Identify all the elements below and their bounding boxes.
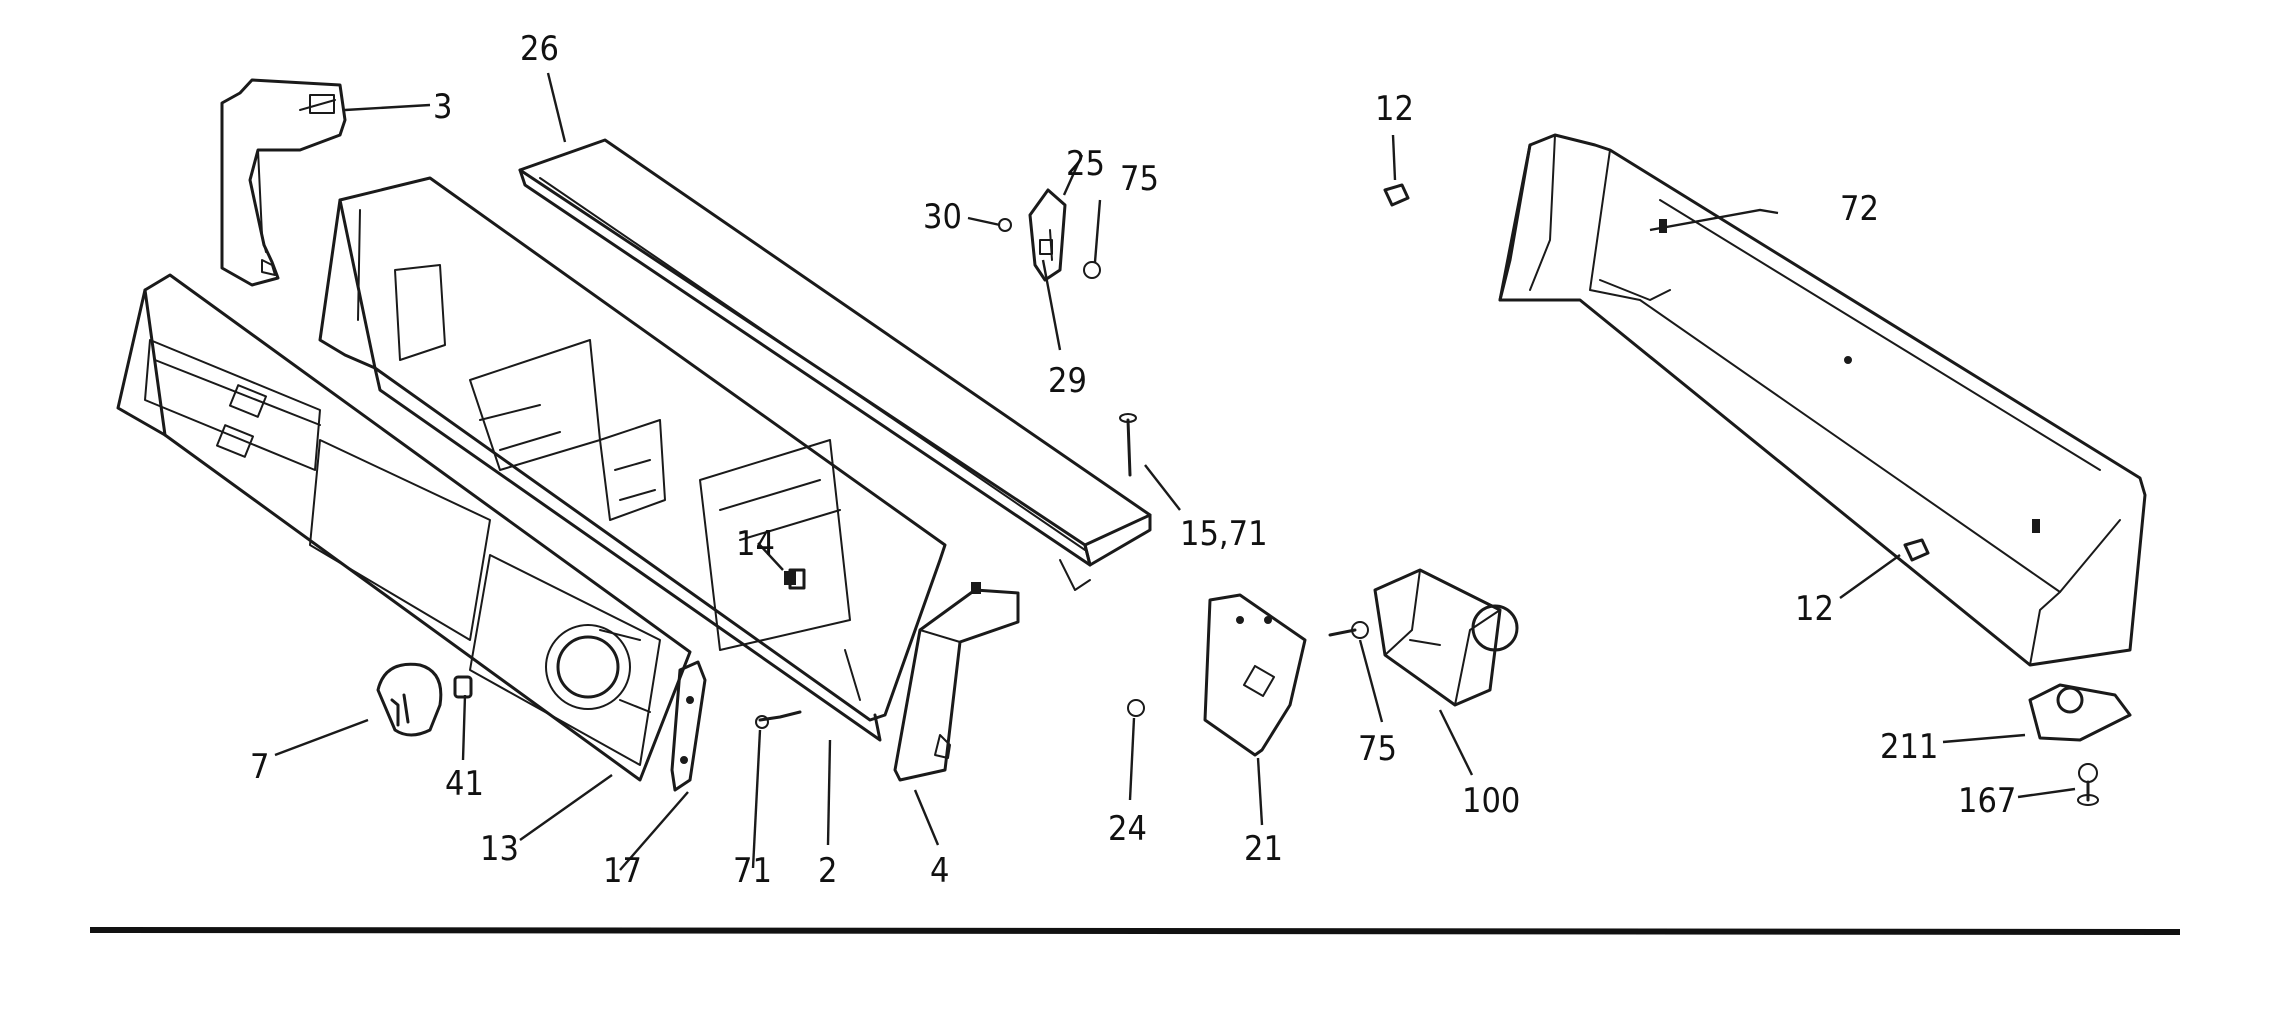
part-72-back-panel [1498, 133, 2147, 667]
callout-4: 4 [930, 851, 949, 891]
callout-24: 24 [1108, 809, 1147, 849]
part-2-control-frame [318, 176, 947, 742]
callout-75: 75 [1120, 159, 1159, 199]
part-21-mounting-plate [1203, 593, 1307, 757]
part-13-front-panel [116, 273, 692, 782]
part-25-switch [1028, 188, 1067, 282]
callout-12: 12 [1795, 589, 1834, 629]
callout-13: 13 [480, 829, 519, 869]
callout-2: 2 [818, 851, 837, 891]
part-3-left-end-cap [220, 78, 347, 287]
part-41-clip [453, 675, 473, 699]
part-12-clip-top [1383, 183, 1410, 207]
callout-25: 25 [1066, 144, 1105, 184]
callout-41: 41 [445, 764, 484, 804]
part-15-71-screw [1119, 413, 1137, 477]
part-7-knob [376, 662, 443, 737]
callout-167: 167 [1958, 781, 2016, 821]
callout-14: 14 [736, 524, 775, 564]
leader-lines [274, 72, 2076, 871]
part-14-clip [788, 568, 806, 590]
part-75-screw-bottom [1328, 621, 1369, 639]
part-211-bracket [2028, 683, 2132, 742]
callout-29: 29 [1048, 361, 1087, 401]
part-17-bracket [670, 660, 707, 792]
part-24-screw [1127, 699, 1145, 717]
callout-26: 26 [520, 29, 559, 69]
callout-labels: 3 26 25 75 30 29 12 72 15,71 14 12 211 1… [250, 29, 2016, 891]
callout-30: 30 [923, 197, 962, 237]
bottom-divider-line [89, 927, 2181, 935]
part-71-screw [755, 710, 802, 729]
part-100-timer [1373, 568, 1519, 707]
callout-100: 100 [1462, 781, 1520, 821]
callout-17: 17 [603, 851, 642, 891]
callout-3: 3 [433, 87, 452, 127]
part-12-clip-bottom [1903, 538, 1930, 562]
part-30-screw [998, 218, 1012, 232]
part-75-screw-top [1083, 261, 1101, 279]
callout-7: 7 [250, 747, 269, 787]
callout-12: 12 [1375, 89, 1414, 129]
callout-211: 211 [1880, 727, 1938, 767]
callout-72: 72 [1840, 189, 1879, 229]
part-4-right-end-cap [893, 582, 1020, 782]
callout-21: 21 [1244, 829, 1283, 869]
callout-75: 75 [1358, 729, 1397, 769]
callout-71: 71 [733, 851, 772, 891]
part-167-screw [2077, 763, 2099, 806]
callout-15-71: 15,71 [1180, 514, 1268, 554]
part-26-top-trim [518, 138, 1152, 591]
